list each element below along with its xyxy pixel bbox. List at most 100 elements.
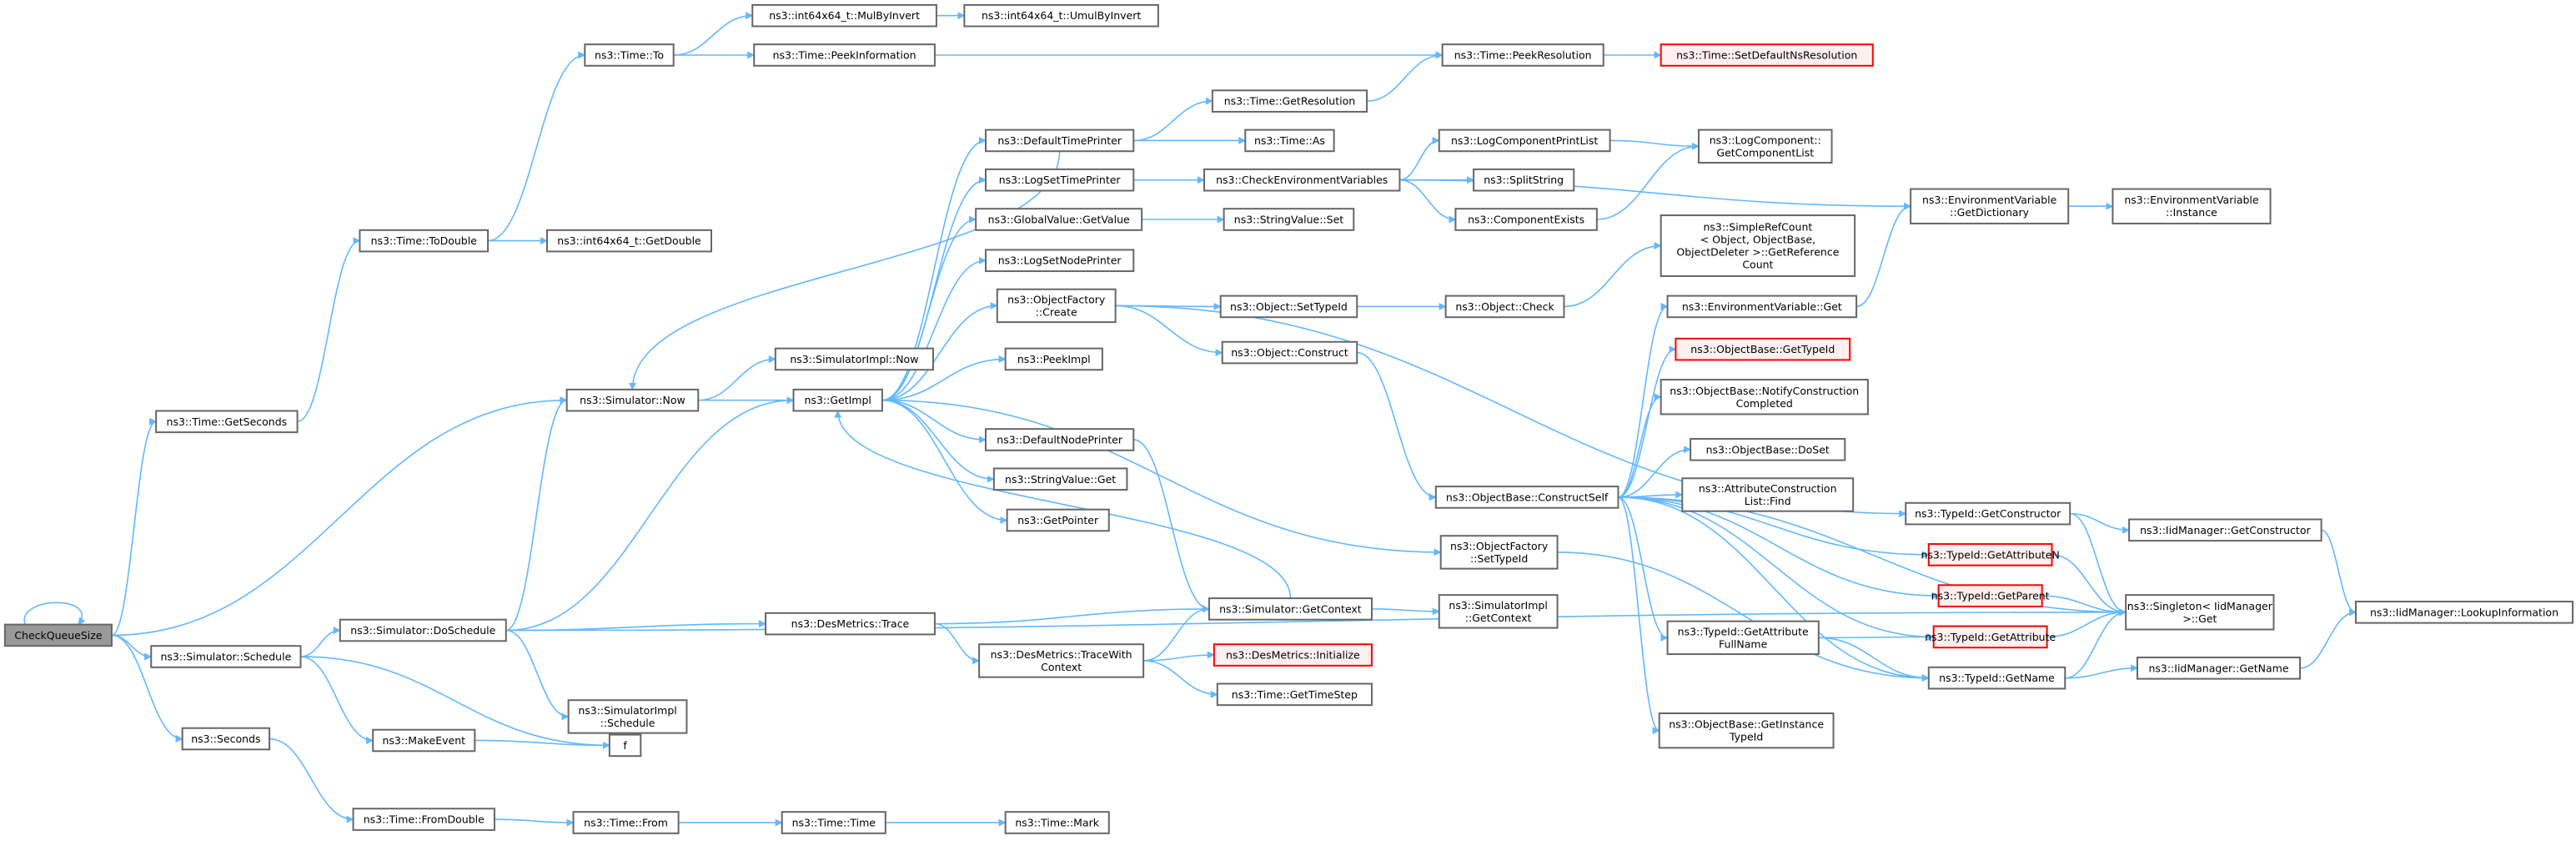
function-node[interactable]: ns3::Time::From (572, 811, 680, 834)
node-label: ns3::GlobalValue::GetValue (988, 213, 1130, 225)
call-edge-arrow (2051, 554, 2127, 617)
node-box (1004, 811, 1110, 834)
function-node[interactable]: ns3::LogSetNodePrinter (985, 249, 1135, 273)
node-label: ns3::IidManager::GetName (2148, 662, 2288, 674)
node-label: ObjectDeleter >::GetReference (1676, 246, 1839, 259)
node-box (1660, 43, 1874, 67)
function-node[interactable]: ns3::Time::Time (781, 811, 886, 834)
function-node[interactable]: ns3::StringValue::Set (1223, 208, 1355, 231)
call-edge-arrow (1399, 136, 1440, 181)
function-node[interactable]: ns3::GetPointer (1006, 508, 1110, 532)
node-label: ns3::Time::ToDouble (371, 234, 478, 247)
call-edge-arrow (934, 605, 1210, 625)
function-node[interactable]: ns3::int64x64_t::UmulByInvert (963, 3, 1159, 28)
root-function-node[interactable]: CheckQueueSize (3, 623, 113, 647)
function-node[interactable]: ns3::EnvironmentVariable::GetDictionary (1910, 188, 2070, 224)
node-label: ns3::Time::Mark (1015, 816, 1099, 828)
call-edge-arrow (881, 256, 987, 401)
node-label: ns3::DesMetrics::TraceWith (991, 648, 1132, 661)
function-node[interactable]: ns3::DesMetrics::Trace (765, 612, 936, 636)
function-node[interactable]: ns3::CheckEnvironmentVariables (1203, 168, 1401, 192)
function-node[interactable]: ns3::LogComponentPrintList (1438, 128, 1611, 153)
function-node[interactable]: ns3::ComponentExists (1454, 208, 1598, 231)
function-node[interactable]: ns3::Time::To (584, 43, 675, 67)
node-box (1434, 486, 1619, 509)
function-node[interactable]: ns3::Time::Mark (1004, 811, 1110, 834)
function-node[interactable]: ns3::TypeId::GetConstructor (1905, 501, 2071, 526)
function-node[interactable]: ns3::Time::PeekInformation (753, 43, 936, 67)
function-node[interactable]: ns3::Singleton< IidManager>::Get (2125, 594, 2275, 631)
function-node[interactable]: ns3::DefaultNodePrinter (985, 428, 1135, 451)
function-node[interactable]: ns3::TypeId::GetAttribute (1925, 625, 2056, 649)
function-node[interactable]: ns3::TypeId::GetAttributeN (1921, 543, 2060, 566)
function-node[interactable]: ns3::GlobalValue::GetValue (975, 208, 1143, 231)
function-node[interactable]: ns3::MakeEvent (372, 728, 476, 753)
function-node[interactable]: ns3::Simulator::Now (565, 388, 700, 412)
node-box (1223, 208, 1355, 231)
function-node[interactable]: ns3::IidManager::GetName (2136, 657, 2301, 680)
call-edge-arrow (1618, 496, 1660, 735)
function-node[interactable]: ns3::Time::GetTimeStep (1216, 682, 1373, 707)
function-node[interactable]: ns3::LogComponent::GetComponentList (1697, 128, 1833, 164)
call-edge-arrow (1371, 607, 1440, 616)
node-label: ns3::EnvironmentVariable (1922, 194, 2057, 206)
function-node[interactable]: ns3::SplitString (1473, 168, 1575, 192)
function-node[interactable]: ns3::Simulator::Schedule (150, 645, 302, 668)
node-label: < Object, ObjectBase, (1700, 234, 1815, 246)
node-box (792, 388, 883, 412)
node-box (1441, 43, 1604, 67)
function-node[interactable]: ns3::EnvironmentVariable::Get (1666, 295, 1858, 319)
function-node[interactable]: ns3::Time::As (1244, 128, 1335, 153)
function-node[interactable]: ns3::GetImpl (792, 388, 883, 412)
function-node[interactable]: ns3::Time::SetDefaultNsResolution (1660, 43, 1874, 67)
function-node[interactable]: ns3::Time::GetSeconds (155, 410, 299, 434)
function-node[interactable]: ns3::SimpleRefCount< Object, ObjectBase,… (1660, 214, 1856, 277)
function-node[interactable]: ns3::PeekImpl (1004, 347, 1103, 371)
function-node[interactable]: ns3::ObjectBase::GetTypeId (1675, 337, 1851, 361)
function-node[interactable]: ns3::int64x64_t::MulByInvert (751, 3, 937, 28)
node-label: ns3::TypeId::GetAttribute (1925, 631, 2056, 643)
function-node[interactable]: ns3::ObjectBase::DoSet (1690, 437, 1846, 461)
node-box (1932, 625, 2048, 649)
function-node[interactable]: ns3::SimulatorImpl::Schedule (567, 699, 688, 734)
function-node[interactable]: ns3::IidManager::LookupInformation (2354, 601, 2574, 624)
function-node[interactable]: ns3::TypeId::GetParent (1931, 584, 2050, 607)
function-node[interactable]: ns3::LogSetTimePrinter (985, 168, 1135, 192)
function-node[interactable]: ns3::ObjectFactory::Create (996, 288, 1117, 324)
function-node[interactable]: ns3::Seconds (181, 727, 271, 751)
function-node[interactable]: ns3::Time::FromDouble (352, 808, 495, 831)
node-box (1910, 188, 2070, 224)
node-label: ns3::GetImpl (805, 394, 871, 406)
function-node[interactable]: ns3::Time::PeekResolution (1441, 43, 1604, 67)
node-box (1660, 379, 1869, 415)
function-node[interactable]: ns3::TypeId::GetName (1927, 666, 2066, 690)
function-node[interactable]: ns3::int64x64_t::GetDouble (546, 229, 713, 253)
function-node[interactable]: ns3::Time::ToDouble (359, 229, 490, 253)
function-node[interactable]: ns3::EnvironmentVariable::Instance (2112, 188, 2272, 224)
function-node[interactable]: ns3::SimulatorImpl::GetContext (1438, 594, 1559, 629)
function-node[interactable]: f (608, 733, 642, 758)
node-label: ns3::StringValue::Get (1005, 473, 1116, 486)
function-node[interactable]: ns3::StringValue::Get (992, 467, 1128, 491)
function-node[interactable]: ns3::Object::Construct (1221, 340, 1358, 365)
function-node[interactable]: ns3::Object::SetTypeId (1219, 295, 1358, 319)
function-node[interactable]: ns3::SimulatorImpl::Now (774, 347, 934, 371)
function-node[interactable]: ns3::Simulator::GetContext (1208, 597, 1373, 621)
function-node[interactable]: ns3::ObjectBase::NotifyConstructionCompl… (1660, 379, 1869, 415)
function-node[interactable]: ns3::DefaultTimePrinter (985, 128, 1135, 153)
node-label: ns3::ObjectFactory (1007, 293, 1106, 305)
function-node[interactable]: ns3::ObjectFactory::SetTypeId (1439, 535, 1559, 570)
function-node[interactable]: ns3::DesMetrics::Initialize (1213, 643, 1373, 667)
function-node[interactable]: ns3::Object::Check (1444, 295, 1565, 319)
node-label: ns3::Singleton< IidManager (2127, 600, 2273, 612)
call-edge-arrow (1133, 439, 1210, 613)
function-node[interactable]: ns3::Simulator::DoSchedule (339, 618, 507, 642)
function-node[interactable]: ns3::ObjectBase::ConstructSelf (1434, 486, 1619, 509)
function-node[interactable]: ns3::IidManager::GetConstructor (2128, 518, 2322, 542)
function-node[interactable]: ns3::Time::GetResolution (1211, 89, 1368, 113)
call-edge-arrow (1618, 496, 1930, 682)
